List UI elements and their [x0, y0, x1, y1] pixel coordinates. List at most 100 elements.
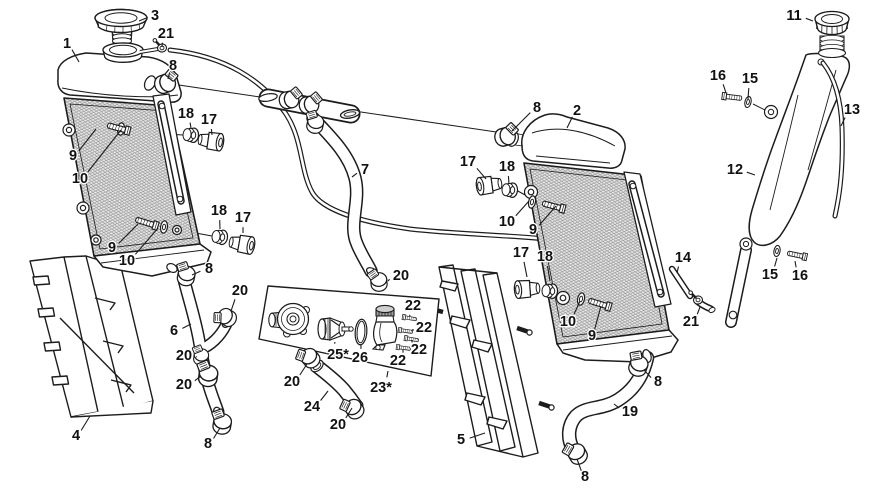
radiator-guard-left	[29, 255, 154, 418]
callout-20: 20	[230, 282, 249, 312]
leader-line	[747, 88, 750, 100]
callout-22: 22	[404, 297, 422, 317]
bushing-18	[500, 181, 519, 199]
leader-line	[387, 278, 391, 282]
reservoir	[721, 10, 851, 328]
callout-label: 8	[654, 374, 662, 390]
callout-label: 14	[675, 250, 691, 266]
leader-line	[78, 128, 97, 152]
callout-label: 18	[499, 159, 515, 175]
callout-22: 22	[410, 340, 428, 359]
leader-line	[676, 266, 680, 274]
callout-label: 12	[727, 162, 743, 178]
callout-label: 8	[581, 469, 589, 485]
leader-line	[138, 17, 147, 22]
callout-label: 20	[330, 417, 346, 433]
callout-25: 25*	[326, 341, 350, 364]
bolt-16	[786, 249, 809, 262]
callout-9: 9	[587, 305, 602, 345]
leader-line	[320, 390, 329, 401]
mount-ears-right-radiator	[523, 184, 571, 306]
callout-17: 17	[512, 244, 530, 278]
callout-4: 4	[71, 415, 91, 445]
spacer-17	[196, 129, 226, 153]
callout-20: 20	[387, 267, 410, 285]
callout-11: 11	[785, 7, 814, 25]
callout-label: 22	[416, 320, 432, 336]
callout-label: 9	[69, 148, 77, 164]
spacer-17	[474, 173, 504, 197]
callout-label: 16	[710, 68, 726, 84]
bushing-18	[540, 282, 559, 300]
callout-label: 15	[762, 267, 778, 283]
callout-label: 18	[211, 203, 227, 219]
callout-label: 8	[204, 436, 212, 452]
callout-label: 17	[235, 210, 251, 226]
hose-24	[291, 341, 368, 425]
callout-20: 20	[175, 375, 202, 394]
callout-23: 23*	[369, 370, 393, 397]
leader-line	[345, 407, 353, 419]
leader-line	[840, 117, 846, 127]
callout-18: 18	[536, 248, 554, 282]
bolt-16	[721, 91, 743, 103]
leader-line	[386, 370, 389, 378]
leader-line	[408, 314, 411, 317]
radiator-louver-right	[427, 264, 555, 458]
leader-line	[566, 116, 573, 129]
thermostat-kit-box	[258, 285, 440, 377]
outlet-fitting	[371, 304, 398, 351]
callout-18: 18	[177, 105, 195, 129]
leader-line	[118, 223, 139, 244]
leader-line	[613, 403, 620, 409]
callout-24: 24	[303, 390, 329, 416]
callout-label: 5	[457, 432, 465, 448]
callout-label: 17	[460, 154, 476, 170]
callout-5: 5	[456, 431, 486, 449]
leader-line	[746, 171, 756, 176]
callout-20: 20	[175, 347, 198, 365]
callout-label: 11	[786, 8, 801, 24]
callout-8: 8	[511, 99, 542, 132]
callout-label: 20	[284, 374, 300, 390]
leader-line	[523, 261, 528, 278]
reservoir-neck	[817, 35, 847, 59]
callout-label: 10	[560, 314, 576, 330]
o-ring	[354, 318, 368, 346]
leader-line	[191, 270, 201, 276]
callout-label: 18	[178, 106, 194, 122]
leader-line	[134, 227, 159, 255]
overflow-hose	[167, 47, 549, 242]
leader-line	[80, 415, 91, 431]
callout-label: 3	[151, 8, 159, 24]
callout-label: 22	[390, 353, 406, 369]
callout-label: 17	[201, 112, 217, 128]
callout-6: 6	[169, 322, 192, 340]
leader-line	[511, 112, 531, 132]
callout-10: 10	[118, 227, 159, 270]
washer-15	[772, 244, 782, 258]
callout-17: 17	[200, 111, 218, 136]
callout-17: 17	[234, 209, 252, 233]
leader-line	[71, 49, 80, 63]
callout-15: 15	[761, 257, 779, 284]
callout-label: 16	[792, 268, 808, 284]
callout-label: 9	[588, 328, 596, 344]
leader-line	[643, 369, 652, 378]
crossover-hose-7	[258, 84, 389, 293]
callout-label: 20	[176, 348, 192, 364]
leader-line	[351, 172, 358, 178]
leader-line	[469, 432, 486, 439]
leader-line	[573, 300, 581, 315]
leader-line	[546, 265, 551, 282]
leader-line	[594, 305, 602, 330]
callout-19: 19	[613, 403, 639, 421]
callout-16: 16	[709, 67, 727, 94]
callout-label: 1	[63, 36, 71, 52]
callout-label: 24	[304, 399, 320, 415]
leader-line	[805, 17, 814, 22]
leader-line	[299, 363, 308, 376]
callout-label: 6	[170, 323, 178, 339]
